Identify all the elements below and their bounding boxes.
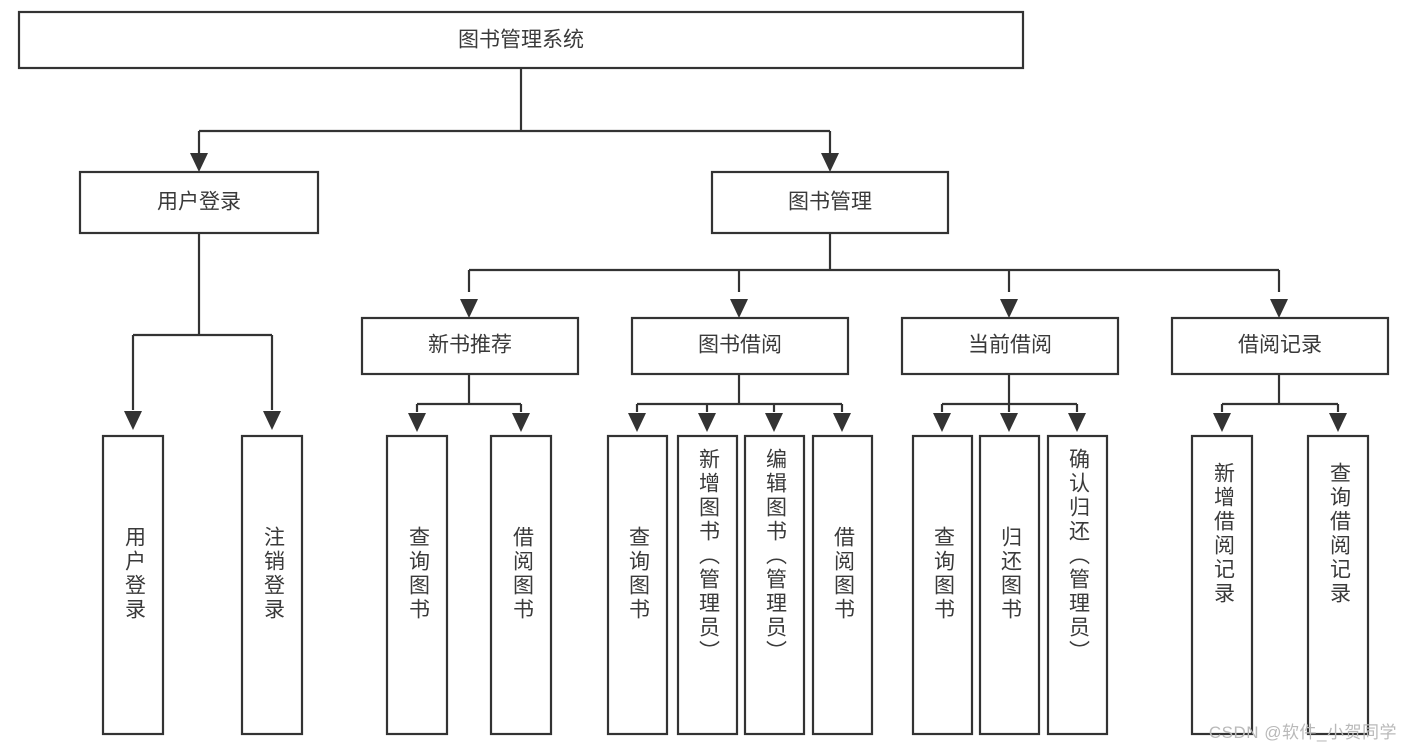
node-new-book-recommend[interactable]: 新书推荐 (360, 316, 580, 376)
leaf-label-edit-book-admin: 编辑图书（管理员） (763, 448, 787, 664)
leaf-label-logout: 注销登录 (261, 526, 285, 622)
arrow-icon-borrow-leaf-1 (628, 413, 646, 432)
leaf-box-add-book-admin[interactable] (676, 434, 739, 736)
leaf-label-borrow-book-recommend: 借阅图书 (510, 526, 534, 622)
node-label-new-book-recommend: 新书推荐 (428, 334, 512, 357)
node-root-system[interactable]: 图书管理系统 (17, 10, 1025, 70)
node-box-current-borrow[interactable] (900, 316, 1120, 376)
arrow-icon-user-leaf-2 (263, 411, 281, 430)
arrow-icon-book-child-4 (1270, 299, 1288, 318)
arrow-icon-book-child-1 (460, 299, 478, 318)
node-current-borrow[interactable]: 当前借阅 (900, 316, 1120, 376)
node-borrow-record[interactable]: 借阅记录 (1170, 316, 1390, 376)
node-box-book-management[interactable] (710, 170, 950, 235)
node-box-user-login[interactable] (78, 170, 320, 235)
node-box-book-borrow[interactable] (630, 316, 850, 376)
leaf-label-return-book: 归还图书 (998, 526, 1022, 622)
node-label-current-borrow: 当前借阅 (968, 334, 1052, 357)
leaf-box-edit-book-admin[interactable] (743, 434, 806, 736)
leaf-label-borrow-book: 借阅图书 (831, 526, 855, 622)
node-book-management[interactable]: 图书管理 (710, 170, 950, 235)
leaf-confirm-return-admin[interactable]: 确认归还（管理员） (1046, 434, 1109, 736)
arrow-icon-user-leaf-1 (124, 411, 142, 430)
leaf-box-borrow-book-recommend[interactable] (489, 434, 553, 736)
leaf-logout[interactable]: 注销登录 (240, 434, 304, 736)
node-label-borrow-record: 借阅记录 (1238, 334, 1322, 357)
leaf-label-add-borrow-record: 新增借阅记录 (1211, 462, 1235, 606)
leaf-add-book-admin[interactable]: 新增图书（管理员） (676, 434, 739, 736)
arrow-icon-borrow-leaf-2 (698, 413, 716, 432)
leaf-label-query-book-current: 查询图书 (931, 526, 955, 622)
leaf-label-query-book-borrow: 查询图书 (626, 526, 650, 622)
leaf-query-book-borrow[interactable]: 查询图书 (606, 434, 669, 736)
leaf-box-query-book-recommend[interactable] (385, 434, 449, 736)
arrow-icon-book-child-2 (730, 299, 748, 318)
node-book-borrow[interactable]: 图书借阅 (630, 316, 850, 376)
leaf-label-add-book-admin: 新增图书（管理员） (696, 448, 720, 664)
leaf-box-query-book-borrow[interactable] (606, 434, 669, 736)
leaf-box-add-borrow-record[interactable] (1190, 434, 1254, 736)
arrow-icon-current-leaf-2 (1000, 413, 1018, 432)
leaf-box-confirm-return-admin[interactable] (1046, 434, 1109, 736)
arrow-icon-current-leaf-1 (933, 413, 951, 432)
leaf-box-query-borrow-record[interactable] (1306, 434, 1370, 736)
leaf-user-login[interactable]: 用户登录 (101, 434, 165, 736)
arrow-icon-current-leaf-3 (1068, 413, 1086, 432)
node-box-borrow-record[interactable] (1170, 316, 1390, 376)
arrow-icon-root-to-user (190, 153, 208, 172)
node-box-new-book-recommend[interactable] (360, 316, 580, 376)
leaf-label-confirm-return-admin: 确认归还（管理员） (1066, 448, 1090, 664)
arrow-icon-record-leaf-2 (1329, 413, 1347, 432)
leaf-edit-book-admin[interactable]: 编辑图书（管理员） (743, 434, 806, 736)
leaf-add-borrow-record[interactable]: 新增借阅记录 (1190, 434, 1254, 736)
leaf-borrow-book-recommend[interactable]: 借阅图书 (489, 434, 553, 736)
leaf-query-book-recommend[interactable]: 查询图书 (385, 434, 449, 736)
leaf-label-user-login: 用户登录 (122, 526, 146, 622)
node-label-user-login: 用户登录 (157, 191, 241, 214)
arrow-icon-root-to-book (821, 153, 839, 172)
node-label-root: 图书管理系统 (458, 29, 584, 52)
node-label-book-management: 图书管理 (788, 191, 872, 214)
leaf-box-borrow-book[interactable] (811, 434, 874, 736)
leaf-box-query-book-current[interactable] (911, 434, 974, 736)
leaf-box-return-book[interactable] (978, 434, 1041, 736)
leaf-label-query-book-recommend: 查询图书 (406, 526, 430, 622)
arrow-icon-newbook-leaf-1 (408, 413, 426, 432)
node-user-login[interactable]: 用户登录 (78, 170, 320, 235)
leaf-query-borrow-record[interactable]: 查询借阅记录 (1306, 434, 1370, 736)
leaf-return-book[interactable]: 归还图书 (978, 434, 1041, 736)
arrow-icon-record-leaf-1 (1213, 413, 1231, 432)
leaf-box-user-login[interactable] (101, 434, 165, 736)
node-box-root[interactable] (17, 10, 1025, 70)
leaf-query-book-current[interactable]: 查询图书 (911, 434, 974, 736)
arrow-icon-book-child-3 (1000, 299, 1018, 318)
arrow-icon-borrow-leaf-3 (765, 413, 783, 432)
leaf-box-logout[interactable] (240, 434, 304, 736)
node-label-book-borrow: 图书借阅 (698, 334, 782, 357)
connector-layer (124, 68, 1347, 432)
leaf-borrow-book[interactable]: 借阅图书 (811, 434, 874, 736)
arrow-icon-borrow-leaf-4 (833, 413, 851, 432)
leaf-label-query-borrow-record: 查询借阅记录 (1327, 462, 1351, 606)
arrow-icon-newbook-leaf-2 (512, 413, 530, 432)
